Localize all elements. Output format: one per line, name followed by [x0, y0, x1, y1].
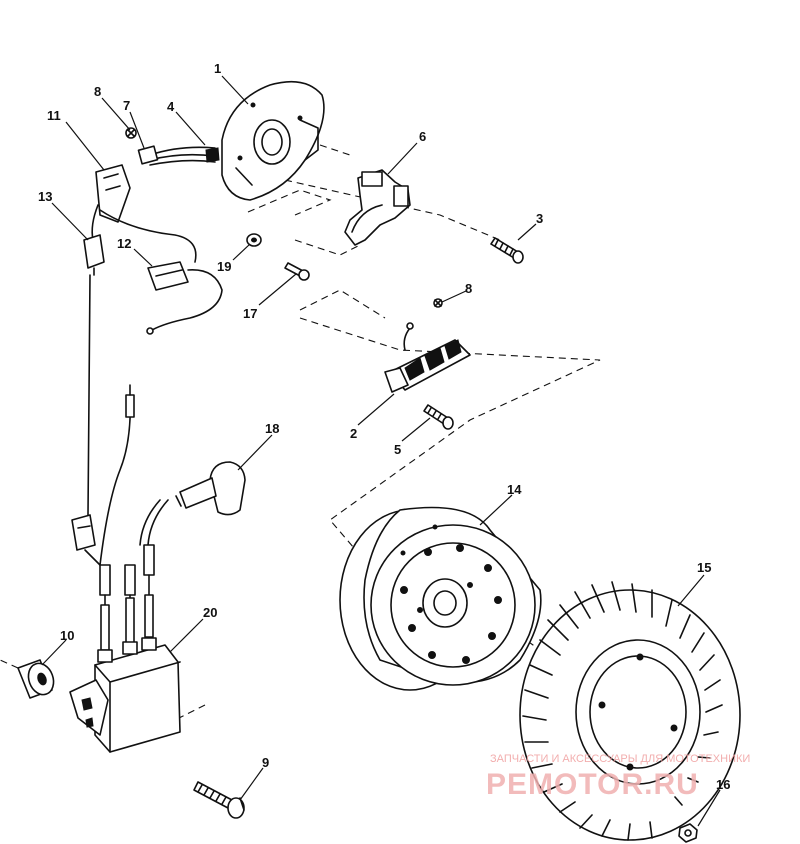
screw-8-top [125, 127, 137, 139]
callout-4: 4 [167, 99, 175, 114]
screw-17 [284, 262, 310, 281]
callout-13: 13 [38, 189, 52, 204]
callout-20: 20 [203, 605, 217, 620]
watermark-caption: ЗАПЧАСТИ И АКСЕССУАРЫ ДЛЯ МОТОТЕХНИКИ [490, 753, 750, 765]
callout-19: 19 [217, 259, 231, 274]
callout-numbers: 1 2 3 4 5 6 7 8 8 9 10 11 12 13 14 15 16… [38, 61, 730, 792]
callout-17: 17 [243, 306, 257, 321]
fan-nut-16 [678, 823, 698, 843]
stator-plate [221, 80, 325, 201]
callout-8-top: 8 [94, 84, 101, 99]
callout-7: 7 [123, 98, 130, 113]
watermark: ЗАПЧАСТИ И АКСЕССУАРЫ ДЛЯ МОТОТЕХНИКИ PE… [486, 753, 750, 801]
callout-8-mid: 8 [465, 281, 472, 296]
callout-9: 9 [262, 755, 269, 770]
callout-6: 6 [419, 129, 426, 144]
cooling-fan-15 [519, 581, 741, 841]
callout-10: 10 [60, 628, 74, 643]
callout-11: 11 [47, 108, 61, 123]
callout-14: 14 [507, 482, 522, 497]
callout-15: 15 [697, 560, 711, 575]
bracket-clamp [344, 169, 411, 246]
screw-8-mid [433, 298, 443, 308]
ignition-unit-20 [69, 637, 181, 753]
cap-10 [0, 659, 55, 699]
spark-plug-cap [139, 461, 246, 546]
leader-lines [41, 75, 721, 827]
flywheel-14 [339, 506, 542, 691]
ignition-coil-2 [384, 322, 471, 393]
coil-leads [99, 544, 155, 651]
washer-19 [246, 233, 262, 247]
callout-1: 1 [214, 61, 221, 76]
callout-12: 12 [117, 236, 131, 251]
bolt-9 [193, 781, 245, 819]
screw-3 [490, 237, 524, 264]
screw-5 [423, 404, 454, 430]
callout-16: 16 [716, 777, 730, 792]
callout-18: 18 [265, 421, 279, 436]
watermark-logo: PEMOTOR.RU [486, 768, 699, 801]
callout-3: 3 [536, 211, 543, 226]
callout-5: 5 [394, 442, 401, 457]
connector-plug [71, 384, 135, 576]
wiring-harness [83, 145, 223, 516]
callout-2: 2 [350, 426, 357, 441]
